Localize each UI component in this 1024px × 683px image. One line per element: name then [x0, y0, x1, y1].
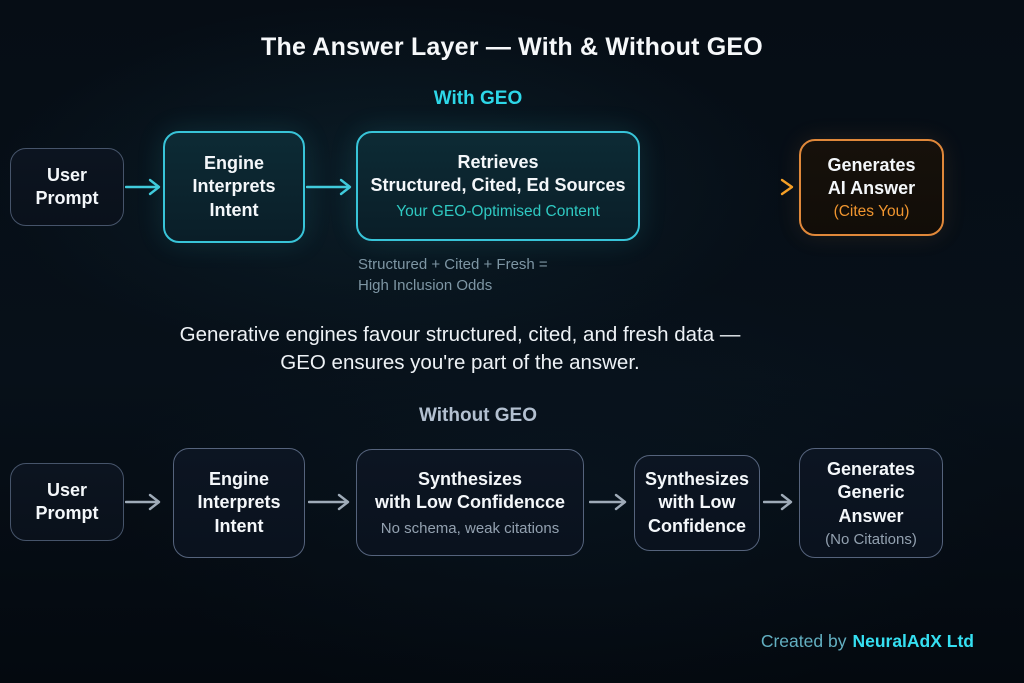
box-title-line: Interprets — [192, 176, 276, 197]
box-title-line: Intent — [214, 515, 264, 536]
box-subtitle: No schema, weak citations — [380, 520, 560, 538]
with-geo-box-generates-ai-answer: Generates AI Answer (Cites You) — [799, 139, 944, 236]
box-subtitle: (Cites You) — [833, 203, 910, 221]
box-title-line: Synthesizes — [644, 468, 750, 489]
box-title: User Prompt — [36, 164, 99, 211]
without-geo-box-engine-interprets-intent: Engine Interprets Intent — [173, 448, 305, 558]
box-title-line: Interprets — [197, 492, 281, 513]
box-title: Generates Generic Answer — [808, 458, 934, 528]
box-title-line: Intent — [209, 199, 259, 220]
box-subtitle: Your GEO-Optimised Content — [396, 203, 600, 221]
page-title: The Answer Layer — With & Without GEO — [261, 33, 763, 61]
arrow-right-icon — [308, 493, 350, 511]
with-geo-caption: Structured + Cited + Fresh = High Inclus… — [358, 254, 548, 296]
statement-line: Generative engines favour structured, ci… — [179, 323, 741, 346]
box-title: Generates AI Answer — [827, 154, 915, 201]
box-title-line: Retrieves — [457, 151, 539, 172]
box-title-line: Prompt — [35, 503, 99, 523]
box-title-line: Synthesizes — [417, 468, 523, 489]
box-subtitle: (No Citations) — [825, 531, 917, 549]
box-title-line: Structured, Cited, Ed Sources — [370, 175, 626, 195]
box-title: User Prompt — [36, 479, 99, 526]
box-title-line: Engine — [208, 468, 269, 489]
box-title-line: Engine — [203, 152, 264, 173]
box-title-line: AI Answer — [827, 178, 916, 198]
box-title-line: Confidence — [647, 515, 746, 536]
box-title-line: User — [46, 479, 88, 500]
box-title-line: Generates — [827, 154, 916, 175]
box-title-line: with Low — [658, 492, 736, 513]
with-geo-box-user-prompt: User Prompt — [10, 148, 124, 226]
box-title-line: User — [46, 164, 88, 185]
with-geo-box-engine-interprets-intent: Engine Interprets Intent — [163, 131, 305, 243]
arrow-right-icon — [589, 493, 627, 511]
box-title-line: Prompt — [35, 188, 99, 208]
box-title: Engine Interprets Intent — [197, 468, 280, 538]
arrow-right-icon — [125, 178, 161, 196]
without-geo-box-synthesizes-low-confidence-detail: Synthesizes with Low Confidencce No sche… — [356, 449, 584, 556]
statement-line: GEO ensures you're part of the answer. — [280, 350, 640, 374]
caption-line: High Inclusion Odds — [358, 277, 493, 294]
box-title-line: with Low Confidencce — [374, 492, 565, 512]
with-geo-box-retrieves-sources: Retrieves Structured, Cited, Ed Sources … — [356, 131, 640, 241]
arrow-right-icon — [125, 493, 161, 511]
without-geo-box-synthesizes-low-confidence: Synthesizes with Low Confidence — [634, 455, 760, 551]
footer-credit-prefix: Created by — [760, 631, 847, 651]
arrow-right-icon — [306, 178, 352, 196]
box-title: Synthesizes with Low Confidencce — [375, 468, 565, 515]
box-title-line: Generic Answer — [837, 482, 905, 526]
arrow-right-icon — [641, 178, 794, 196]
box-title-line: Generates — [826, 458, 916, 479]
arrow-right-icon — [763, 493, 793, 511]
box-title: Engine Interprets Intent — [192, 152, 275, 222]
footer-brand-name: NeuralAdX Ltd — [852, 631, 974, 651]
box-title: Synthesizes with Low Confidence — [645, 468, 749, 538]
without-geo-box-user-prompt: User Prompt — [10, 463, 124, 541]
box-title: Retrieves Structured, Cited, Ed Sources — [370, 151, 625, 198]
caption-line: Structured + Cited + Fresh = — [358, 256, 548, 273]
with-geo-heading: With GEO — [433, 88, 523, 109]
without-geo-box-generates-generic-answer: Generates Generic Answer (No Citations) — [799, 448, 943, 558]
without-geo-heading: Without GEO — [418, 405, 538, 426]
key-statement: Generative engines favour structured, ci… — [0, 321, 920, 376]
